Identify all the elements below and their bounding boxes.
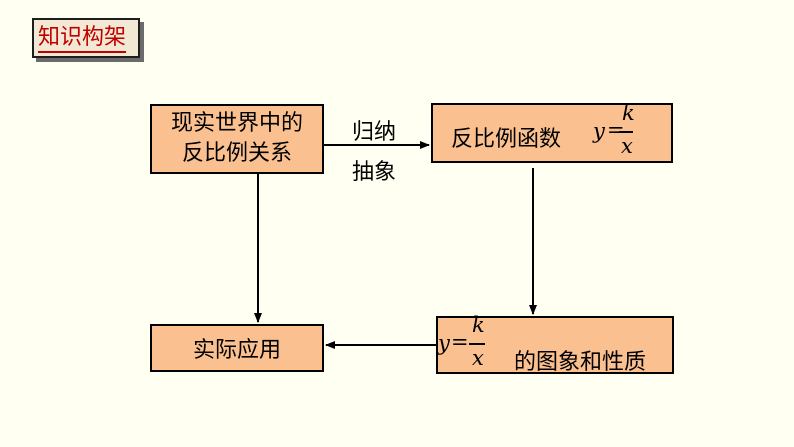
formula-numerator: k [472,313,485,337]
edge-label-abstraction: 抽象 [352,160,397,185]
edge-label-induction: 归纳 [352,120,397,145]
node-real-world: 现实世界中的 反比例关系 [150,104,324,174]
formula-denominator: x [472,346,484,370]
formula-equals: = [451,330,469,354]
formula-y: y [593,119,605,143]
node-real-world-line2: 反比例关系 [181,141,292,166]
node-application: 实际应用 [150,324,324,372]
page-title: 知识构架 [38,25,127,53]
formula-equals: = [607,118,625,142]
formula-numerator: k [622,101,635,125]
node-real-world-line1: 现实世界中的 [170,111,303,136]
node-function: 反比例函数 y = k x [431,101,673,163]
node-application-label: 实际应用 [192,338,281,363]
node-graph-label: 的图象和性质 [514,350,647,375]
node-graph: y = k x 的图象和性质 [436,313,674,375]
node-function-label: 反比例函数 [451,127,562,152]
formula-y: y [438,331,450,355]
formula-fraction-bar [619,131,633,133]
formula-denominator: x [621,134,633,158]
formula-fraction-bar [469,343,485,345]
title-box: 知识构架 [32,18,140,58]
